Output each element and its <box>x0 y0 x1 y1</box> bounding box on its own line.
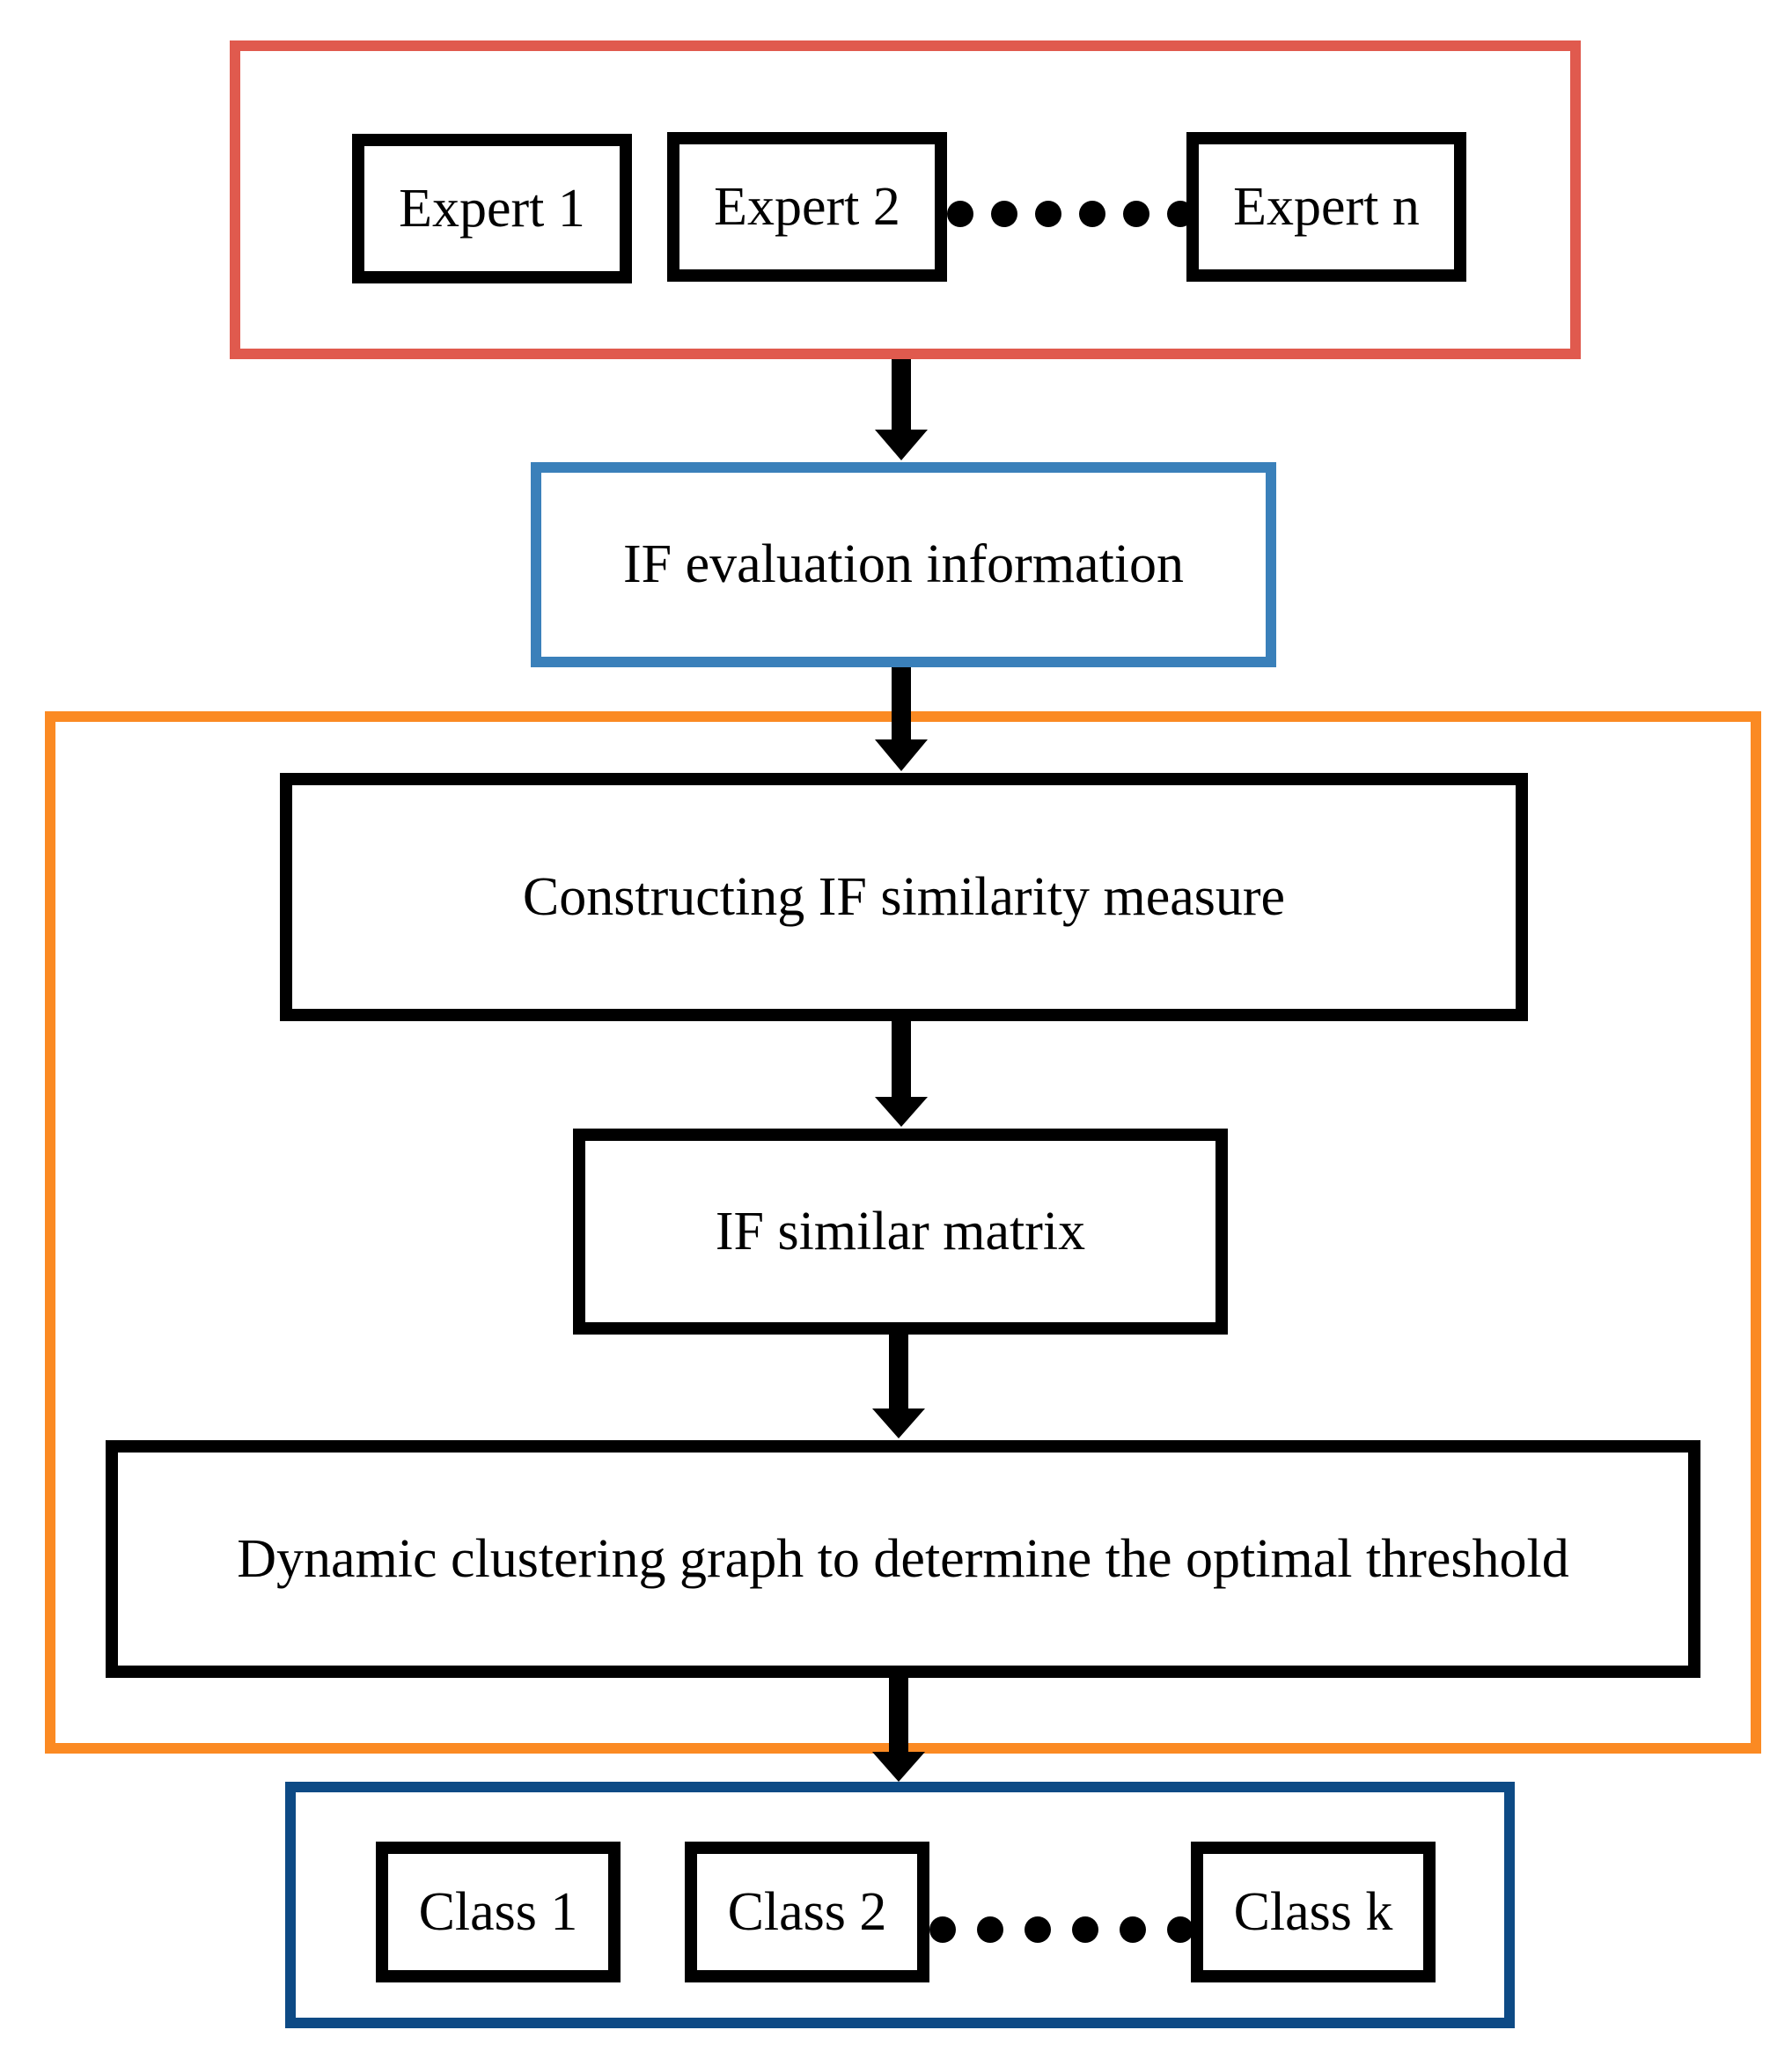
evaluation-label: IF evaluation information <box>622 534 1185 594</box>
classes-ellipsis <box>929 1916 1193 1943</box>
arrow-shaft <box>892 359 911 431</box>
ellipsis-dot <box>977 1916 1003 1943</box>
ellipsis-dot <box>1167 1916 1193 1943</box>
arrow-shaft <box>892 1021 911 1099</box>
similar-matrix-label: IF similar matrix <box>715 1201 1086 1261</box>
construct-similarity-label: Constructing IF similarity measure <box>522 866 1286 927</box>
evaluation-group <box>531 462 1276 667</box>
similar-matrix-box: IF similar matrix <box>573 1129 1228 1335</box>
class-2-label: Class 2 <box>727 1881 887 1942</box>
experts-group <box>230 40 1581 359</box>
class-1-label: Class 1 <box>418 1881 578 1942</box>
arrow-head <box>872 1408 925 1438</box>
class-1-box: Class 1 <box>376 1842 621 1982</box>
expert-2-box: Expert 2 <box>667 132 947 282</box>
arrow-head <box>875 430 928 460</box>
construct-similarity-box: Constructing IF similarity measure <box>280 773 1528 1021</box>
dynamic-clustering-box: Dynamic clustering graph to determine th… <box>106 1440 1700 1678</box>
arrow-shaft <box>889 1335 908 1410</box>
arrow-head <box>872 1752 925 1782</box>
expert-1-box: Expert 1 <box>352 134 632 283</box>
ellipsis-dot <box>1079 201 1105 227</box>
ellipsis-dot <box>991 201 1017 227</box>
class-2-box: Class 2 <box>685 1842 929 1982</box>
arrow-head <box>875 1097 928 1127</box>
ellipsis-dot <box>1025 1916 1051 1943</box>
arrow-shaft <box>892 667 911 741</box>
expert-2-label: Expert 2 <box>714 176 900 237</box>
expert-n-box: Expert n <box>1186 132 1466 282</box>
expert-n-label: Expert n <box>1233 176 1420 237</box>
ellipsis-dot <box>1120 1916 1146 1943</box>
class-k-label: Class k <box>1233 1881 1393 1942</box>
ellipsis-dot <box>1123 201 1149 227</box>
ellipsis-dot <box>1035 201 1061 227</box>
ellipsis-dot <box>947 201 973 227</box>
arrow-head <box>875 739 928 771</box>
class-k-box: Class k <box>1191 1842 1436 1982</box>
experts-ellipsis <box>947 201 1193 227</box>
classes-group <box>285 1782 1515 2028</box>
expert-1-label: Expert 1 <box>399 178 585 239</box>
dynamic-clustering-label: Dynamic clustering graph to determine th… <box>237 1528 1569 1589</box>
arrow-shaft <box>889 1678 908 1754</box>
ellipsis-dot <box>929 1916 956 1943</box>
ellipsis-dot <box>1072 1916 1098 1943</box>
